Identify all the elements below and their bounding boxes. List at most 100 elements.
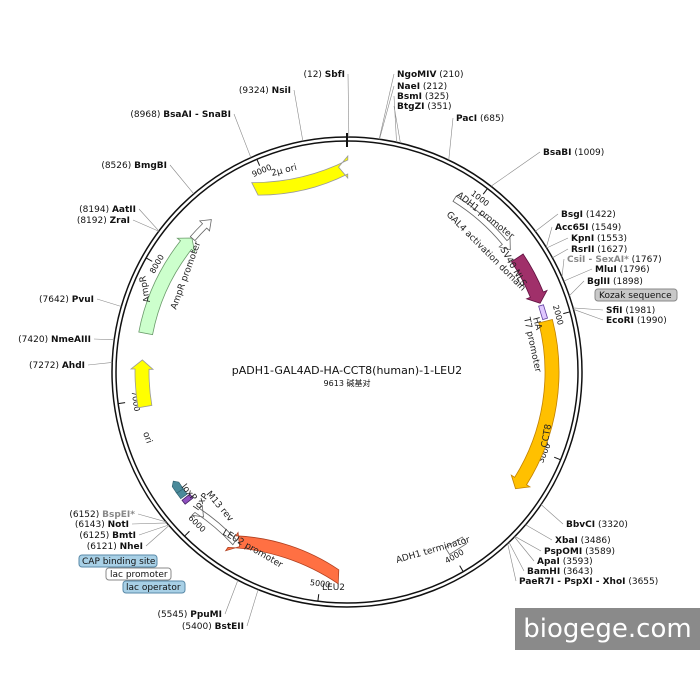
feature-arrow-cct8 <box>510 318 560 490</box>
tick-label: 9000 <box>251 163 273 179</box>
site-position: (1627) <box>594 245 627 255</box>
site-name: BamHI <box>527 567 560 577</box>
tick-5000 <box>317 594 320 602</box>
site-name: BmgBI <box>134 161 167 171</box>
site-label: Acc65I (1549) <box>555 223 621 233</box>
leader-line <box>448 117 454 161</box>
feature-adh1-terminator-box <box>444 536 468 555</box>
site-name: XbaI <box>555 536 578 546</box>
feature-loxp-2 <box>171 480 184 494</box>
leader-line <box>145 525 170 547</box>
site-label: PaeR7I - PspXI - XhoI (3655) <box>519 577 658 587</box>
site-label: (5400) BstEII <box>182 622 244 632</box>
leader-line <box>514 536 542 552</box>
leader-line <box>546 226 553 248</box>
site-position: (8526) <box>101 161 134 171</box>
site-label: NgoMIV (210) <box>397 70 464 80</box>
plasmid-name: pADH1-GAL4AD-HA-CCT8(human)-1-LEU2 <box>232 364 462 377</box>
site-name: AhdI <box>62 361 85 371</box>
site-position: (1796) <box>617 265 650 275</box>
leader-line <box>540 504 564 525</box>
site-name: PacI <box>456 114 477 124</box>
site-name: BspEI* <box>102 510 135 520</box>
feature-arrow-leu2 <box>224 531 340 585</box>
site-position: (3655) <box>625 577 658 587</box>
site-label: CsiI - SexAI* (1767) <box>567 255 662 265</box>
leader-line <box>169 164 194 195</box>
leader-line <box>569 280 585 297</box>
tick-7000 <box>118 402 126 405</box>
site-name: BtgZI <box>397 102 424 112</box>
feature-m13-rev <box>181 493 194 505</box>
leader-line <box>514 536 535 562</box>
feature-arrow-adh1-promoter <box>452 195 511 251</box>
site-position: (1422) <box>583 210 616 220</box>
site-position: (8968) <box>130 110 163 120</box>
leader-line <box>96 298 122 307</box>
site-name: ZraI <box>110 216 130 226</box>
feature-arrows <box>129 154 560 585</box>
site-label: BsmI (325) <box>397 92 449 102</box>
feature-arrow-ampr <box>138 237 196 336</box>
feature-arrow-2u-ori <box>251 154 349 196</box>
site-position: (5400) <box>182 622 215 632</box>
tick-4000 <box>459 565 464 572</box>
tick-2000 <box>563 311 571 315</box>
site-name: NgoMIV <box>397 70 436 80</box>
site-name: PaeR7I - PspXI - XhoI <box>519 577 625 587</box>
svg-text:CAP binding site: CAP binding site <box>82 557 156 567</box>
cap-binding-site-box: CAP binding site <box>78 554 158 568</box>
site-label: KpnI (1553) <box>571 234 627 244</box>
site-position: (6121) <box>87 542 120 552</box>
lac-operator-box: lac operator <box>122 580 186 594</box>
feature-label-2u-ori: 2μ ori <box>270 163 298 179</box>
site-name: BmtI <box>112 531 136 541</box>
site-label: BtgZI (351) <box>397 102 452 112</box>
site-label: (6152) BspEI* <box>69 510 135 520</box>
site-name: RsrII <box>571 245 594 255</box>
site-label: PspOMI (3589) <box>544 547 615 557</box>
leader-line <box>233 113 252 158</box>
leader-line <box>552 248 569 259</box>
site-position: (325) <box>422 92 449 102</box>
leader-line <box>563 268 593 282</box>
site-name: BsgI <box>561 210 583 220</box>
site-name: ApaI <box>537 557 560 567</box>
site-position: (1553) <box>594 234 627 244</box>
leader-line <box>138 524 169 536</box>
site-position: (3589) <box>582 547 615 557</box>
site-label: (9324) NsiI <box>239 86 291 96</box>
site-position: (3593) <box>560 557 593 567</box>
site-position: (1981) <box>623 306 656 316</box>
site-name: SbfI <box>325 70 345 80</box>
site-label: BglII (1898) <box>587 277 643 287</box>
site-label: ApaI (3593) <box>537 557 593 567</box>
site-name: BglII <box>587 277 610 287</box>
site-label: RsrII (1627) <box>571 245 627 255</box>
tick-label: 5000 <box>309 578 330 589</box>
site-label: (6125) BmtI <box>79 531 136 541</box>
leader-line <box>132 219 159 232</box>
leader-line <box>87 362 113 366</box>
site-position: (351) <box>424 102 451 112</box>
site-name: BsaBI <box>543 148 572 158</box>
leader-line <box>525 524 553 541</box>
lac-promoter-box: lac promoter <box>105 567 172 581</box>
site-label: MluI (1796) <box>595 265 650 275</box>
site-name: KpnI <box>571 234 594 244</box>
site-position: (7420) <box>18 335 51 345</box>
site-position: (5545) <box>157 610 190 620</box>
site-label: EcoRI (1990) <box>606 316 667 326</box>
site-position: (3643) <box>560 567 593 577</box>
site-position: (3320) <box>595 520 628 530</box>
feature-arrow-ampr-promoter <box>189 219 212 242</box>
leader-line <box>507 543 517 582</box>
feature-label-ampr: AmpR <box>138 275 153 303</box>
site-position: (6125) <box>79 531 112 541</box>
site-label: (6143) NotI <box>75 520 129 530</box>
site-label: (7420) NmeAIII <box>18 335 91 345</box>
site-position: (210) <box>436 70 463 80</box>
leader-line <box>561 258 565 278</box>
site-name: BbvCI <box>566 520 595 530</box>
